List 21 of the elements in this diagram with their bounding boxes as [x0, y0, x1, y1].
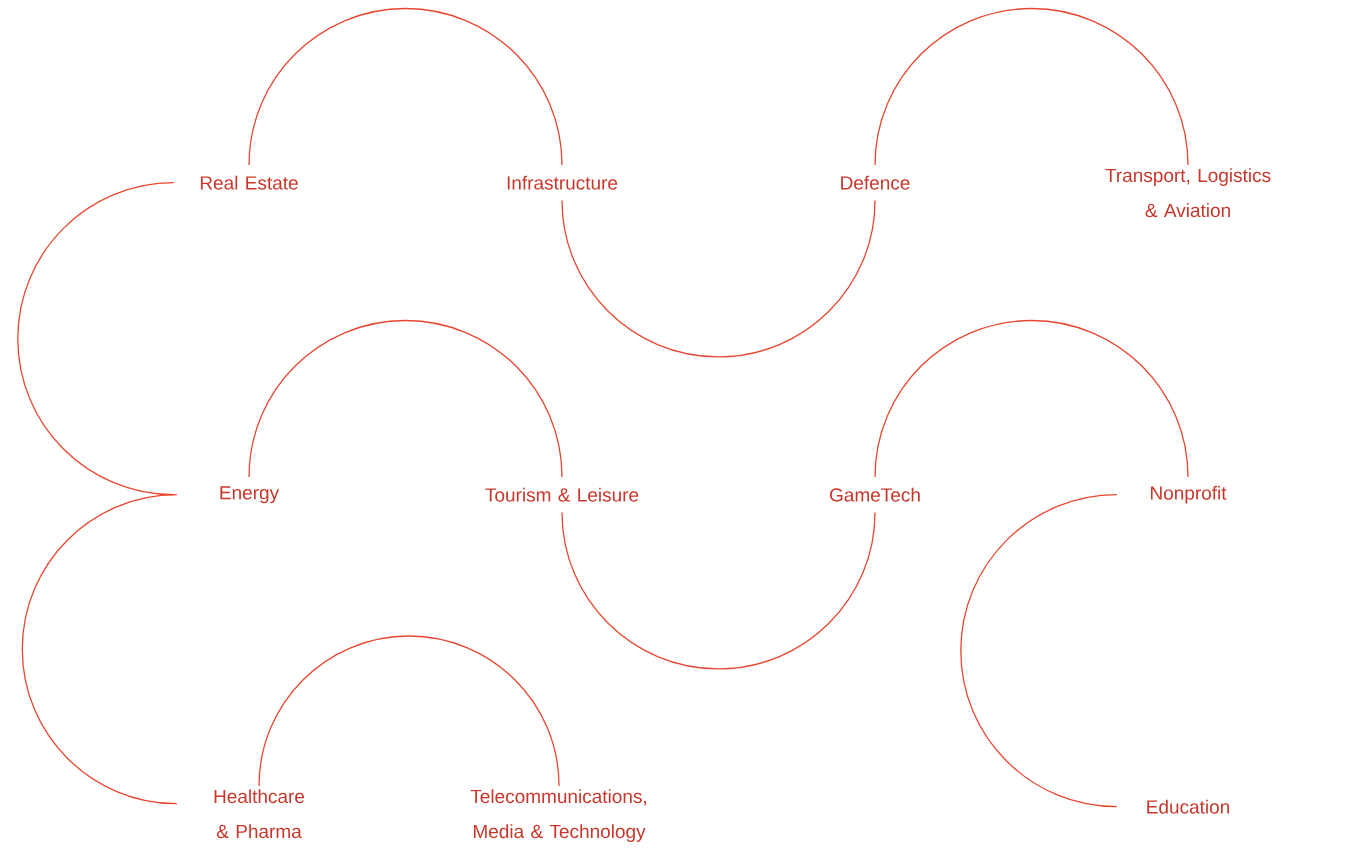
sector-label: Real Estate: [200, 175, 298, 190]
sector-label: Nonprofit: [1151, 485, 1227, 504]
sector-label: Tourism & Leisure: [485, 487, 639, 502]
connector-arc: [21, 494, 178, 805]
connector-arc: [17, 182, 175, 496]
sector-label: Defence: [841, 175, 910, 190]
connector-arc: [960, 494, 1118, 808]
connector-arc: [248, 7, 563, 166]
sector-label: Energy: [220, 486, 280, 504]
connector-arc: [258, 635, 560, 787]
sector-label: Transport, Logistics & Aviation: [1105, 168, 1271, 218]
sector-label: Healthcare & Pharma: [214, 789, 305, 839]
sector-label: Education: [1147, 799, 1229, 814]
connector-arc: [561, 511, 876, 670]
sector-label: Infrastructure: [507, 175, 618, 190]
connector-arc: [874, 7, 1189, 166]
connector-arc: [248, 319, 563, 478]
connector-arc: [874, 319, 1189, 478]
sector-label: Telecommunications, Media & Technology: [470, 789, 646, 842]
connector-arc: [561, 199, 876, 358]
sector-label: GameTech: [830, 487, 920, 502]
